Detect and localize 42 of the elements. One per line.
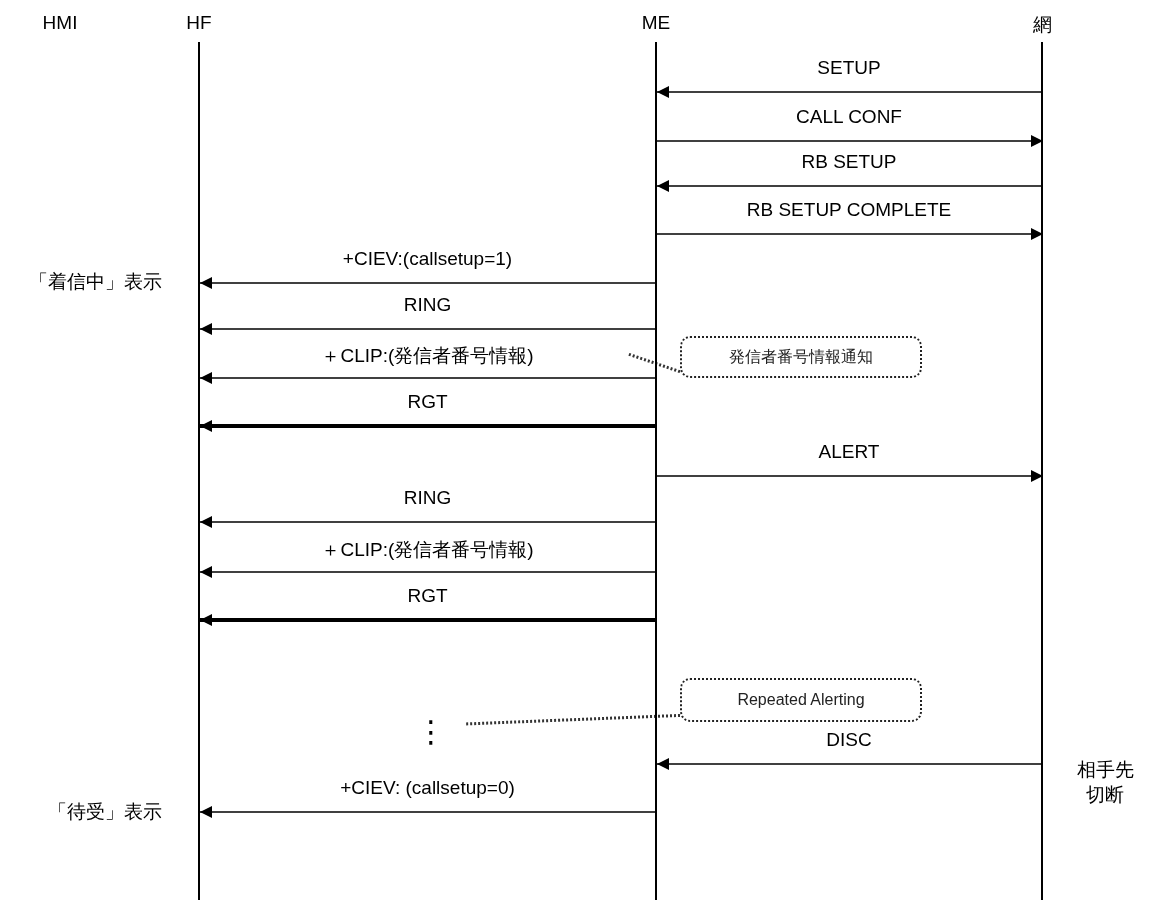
message-arrow	[200, 614, 657, 626]
message-label: RGT	[407, 391, 448, 413]
callout-text: Repeated Alerting	[737, 691, 865, 709]
message-label: ＋CLIP:(発信者番号情報)	[321, 538, 534, 562]
message-label: CALL CONF	[796, 106, 902, 128]
side-note: ⋮	[416, 714, 436, 750]
lifeline-header: ME	[641, 12, 671, 34]
lifeline-header: HF	[186, 12, 212, 34]
message-arrow	[199, 277, 658, 289]
leader-line	[464, 713, 681, 726]
side-note: 「着信中」表示	[27, 270, 163, 294]
message-label: RING	[403, 294, 452, 316]
message-arrow	[656, 228, 1044, 240]
message-label: +CIEV:(callsetup=1)	[342, 248, 513, 270]
message-label: ＋CLIP:(発信者番号情報)	[321, 344, 534, 368]
callout-text: 発信者番号情報通知	[729, 346, 873, 367]
message-arrow	[199, 372, 658, 384]
message-label: RGT	[407, 585, 448, 607]
message-arrow	[199, 323, 658, 335]
message-arrow	[656, 135, 1044, 147]
message-label: +CIEV: (callsetup=0)	[340, 777, 515, 799]
message-arrow	[199, 806, 658, 818]
message-label: RING	[403, 487, 452, 509]
lifeline-header: 網	[1032, 13, 1052, 37]
message-label: RB SETUP COMPLETE	[746, 199, 952, 221]
message-arrow	[199, 566, 658, 578]
message-label: RB SETUP	[801, 151, 897, 173]
message-arrow	[656, 758, 1044, 770]
message-arrow	[200, 420, 657, 432]
message-arrow	[656, 470, 1044, 482]
lifeline-header: HMI	[42, 12, 78, 34]
leader-line	[627, 352, 681, 374]
side-note: 相手先切断	[1075, 758, 1135, 807]
message-arrow	[656, 180, 1044, 192]
message-arrow	[656, 86, 1044, 98]
message-label: SETUP	[817, 57, 881, 79]
message-label: DISC	[826, 729, 872, 751]
side-note: 「待受」表示	[47, 800, 163, 824]
callout-bubble	[680, 336, 922, 378]
callout-bubble	[680, 678, 922, 722]
message-arrow	[199, 516, 658, 528]
message-label: ALERT	[818, 441, 880, 463]
